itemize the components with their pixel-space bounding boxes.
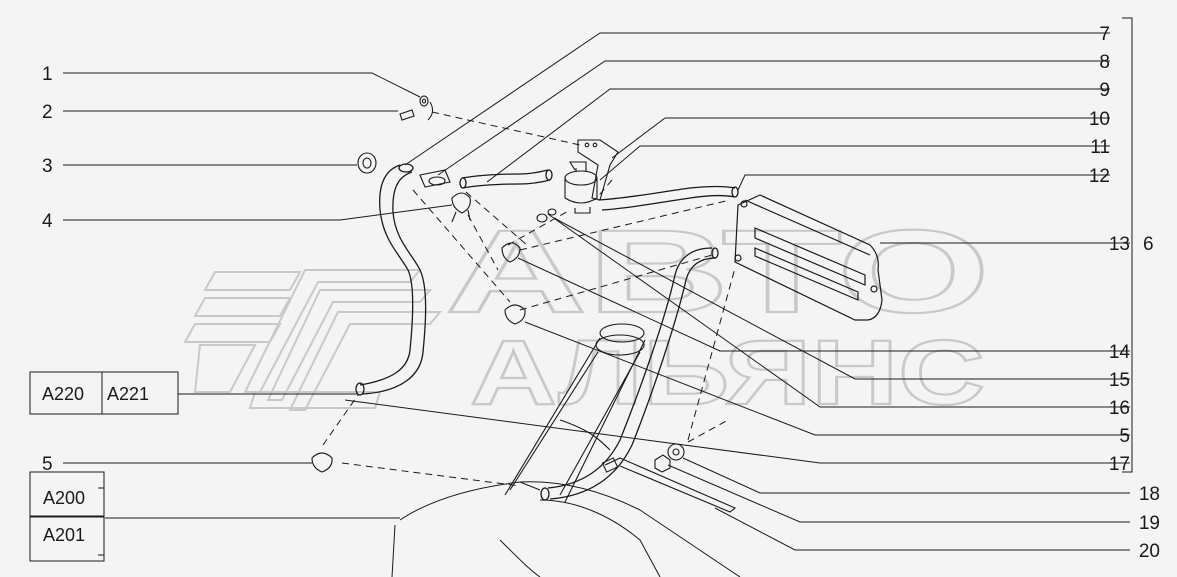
callout-5-right: 5 xyxy=(1119,426,1130,447)
callout-12: 12 xyxy=(1089,166,1110,187)
hoses xyxy=(355,163,739,501)
callout-14: 14 xyxy=(1109,342,1131,363)
leader-lines xyxy=(63,17,1133,551)
callout-11: 11 xyxy=(1090,137,1110,158)
ref-box-a220-label: A220 xyxy=(42,384,84,404)
group-label-6: 6 xyxy=(1143,234,1154,255)
callout-20: 20 xyxy=(1139,541,1160,562)
ref-box-a201-label: A201 xyxy=(43,525,85,545)
callout-4: 4 xyxy=(42,211,53,232)
ref-box-a221 xyxy=(101,371,179,415)
callout-3: 3 xyxy=(42,156,53,177)
watermark-logo: АВТО АЛЬЯНС xyxy=(183,205,991,425)
callout-10: 10 xyxy=(1089,109,1110,130)
callout-8: 8 xyxy=(1099,52,1110,73)
callouts-left: 1 2 3 4 5 xyxy=(42,64,53,475)
callout-2: 2 xyxy=(42,102,53,123)
callout-17: 17 xyxy=(1109,454,1130,475)
callout-1: 1 xyxy=(42,64,53,85)
separator-valve xyxy=(564,139,619,214)
callout-18: 18 xyxy=(1139,484,1160,505)
watermark-text-line1: АВТО xyxy=(445,206,990,338)
ref-box-a200-label: A200 xyxy=(43,488,85,508)
carbon-canister xyxy=(734,194,883,321)
callout-9: 9 xyxy=(1099,80,1110,101)
floor-panel xyxy=(391,481,741,577)
ref-boxes: A220 A221 A200 A201 xyxy=(29,371,179,562)
callout-19: 19 xyxy=(1139,513,1160,534)
assembly-dash-lines xyxy=(322,111,736,487)
filler-neck xyxy=(504,323,646,503)
ref-box-a221-label: A221 xyxy=(107,384,149,404)
callout-7: 7 xyxy=(1099,24,1110,45)
watermark-text-line2: АЛЬЯНС xyxy=(470,322,985,424)
callout-16: 16 xyxy=(1109,398,1130,419)
callout-5-left: 5 xyxy=(42,454,53,475)
callout-15: 15 xyxy=(1109,370,1130,391)
callout-13: 13 xyxy=(1109,234,1130,255)
callouts-right: 7 8 9 10 11 12 13 14 15 16 5 17 18 19 20… xyxy=(1089,24,1160,562)
